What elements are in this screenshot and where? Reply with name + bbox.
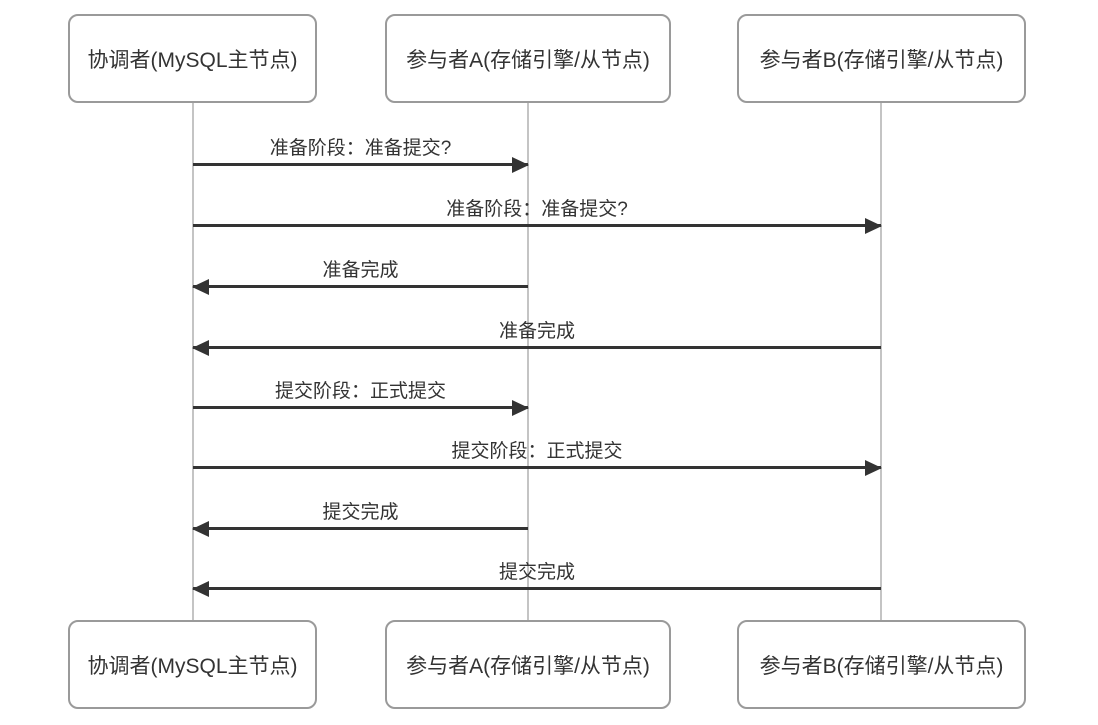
lifeline-participant-b bbox=[880, 103, 882, 620]
lifeline-coordinator bbox=[192, 103, 194, 620]
lifeline-participant-a bbox=[527, 103, 529, 620]
arrow-right-icon bbox=[193, 217, 882, 234]
message-commit-done-from-a: 提交完成 bbox=[192, 499, 528, 537]
message-prepare-request-to-a: 准备阶段：准备提交? bbox=[193, 135, 529, 173]
message-label: 提交阶段：正式提交 bbox=[274, 381, 446, 402]
arrow-left-icon bbox=[192, 278, 528, 295]
actor-participant-b-top: 参与者B(存储引擎/从节点) bbox=[737, 14, 1026, 103]
actor-coordinator-bottom: 协调者(MySQL主节点) bbox=[68, 620, 317, 709]
actor-participant-b-bottom: 参与者B(存储引擎/从节点) bbox=[737, 620, 1026, 709]
actor-participant-a-label: 参与者A(存储引擎/从节点) bbox=[406, 48, 650, 72]
actor-coordinator-top: 协调者(MySQL主节点) bbox=[68, 14, 317, 103]
message-label: 准备阶段：准备提交? bbox=[269, 138, 452, 159]
message-commit-request-to-b: 提交阶段：正式提交 bbox=[193, 438, 882, 476]
actor-coordinator-label: 协调者(MySQL主节点) bbox=[87, 654, 298, 678]
message-label: 提交完成 bbox=[498, 562, 575, 583]
arrow-right-icon bbox=[193, 459, 882, 476]
actor-coordinator-label: 协调者(MySQL主节点) bbox=[87, 48, 298, 72]
actor-participant-a-label: 参与者A(存储引擎/从节点) bbox=[406, 654, 650, 678]
arrow-left-icon bbox=[192, 339, 881, 356]
message-label: 提交阶段：正式提交 bbox=[451, 441, 623, 462]
message-prepare-done-from-b: 准备完成 bbox=[192, 318, 881, 356]
arrow-left-icon bbox=[192, 580, 881, 597]
message-prepare-request-to-b: 准备阶段：准备提交? bbox=[193, 196, 882, 234]
actor-participant-b-label: 参与者B(存储引擎/从节点) bbox=[759, 48, 1004, 72]
actor-participant-a-bottom: 参与者A(存储引擎/从节点) bbox=[385, 620, 671, 709]
arrow-right-icon bbox=[193, 399, 529, 416]
arrow-right-icon bbox=[193, 156, 529, 173]
message-commit-done-from-b: 提交完成 bbox=[192, 559, 881, 597]
message-label: 准备完成 bbox=[498, 321, 575, 342]
arrow-left-icon bbox=[192, 520, 528, 537]
message-prepare-done-from-a: 准备完成 bbox=[192, 257, 528, 295]
message-label: 准备完成 bbox=[322, 260, 399, 281]
actor-participant-a-top: 参与者A(存储引擎/从节点) bbox=[385, 14, 671, 103]
message-label: 准备阶段：准备提交? bbox=[446, 199, 628, 220]
message-commit-request-to-a: 提交阶段：正式提交 bbox=[193, 378, 529, 416]
message-label: 提交完成 bbox=[322, 502, 399, 523]
actor-participant-b-label: 参与者B(存储引擎/从节点) bbox=[759, 654, 1004, 678]
